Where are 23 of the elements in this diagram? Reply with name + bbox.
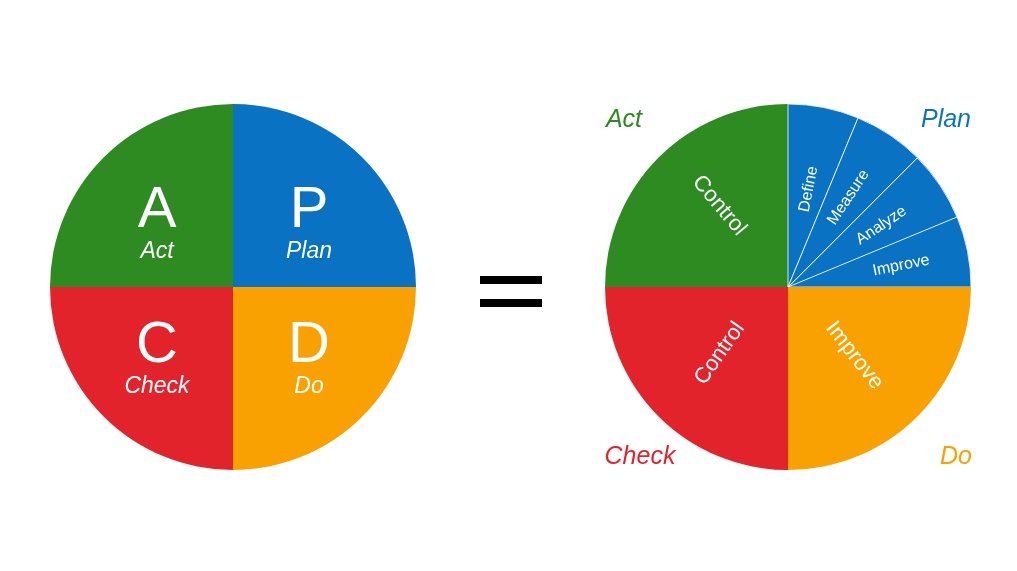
quadrant-wedge xyxy=(605,104,788,287)
quadrant-letter: P xyxy=(289,178,329,236)
quadrant-wedge xyxy=(233,104,416,287)
step-label: Improve xyxy=(870,251,931,279)
quadrant-wedge xyxy=(233,287,416,470)
quadrant-label: Do xyxy=(294,373,324,397)
quadrant-wedge xyxy=(605,287,788,470)
quadrant-heading: Act xyxy=(605,105,643,131)
quadrant-letter: C xyxy=(136,313,178,371)
quadrant-heading: Plan xyxy=(921,105,971,131)
quadrant-wedge xyxy=(788,287,971,470)
quadrant-heading: Check xyxy=(604,442,676,468)
quadrant-letter: A xyxy=(137,178,177,236)
quadrant-wedge xyxy=(788,104,971,287)
quadrant-label: Act xyxy=(140,238,174,262)
quadrant-label: Plan xyxy=(286,238,332,262)
quadrant-label: Check xyxy=(124,373,190,397)
step-label: Define xyxy=(795,164,820,214)
quadrant-wedge xyxy=(50,287,233,470)
quadrant-letter: D xyxy=(288,313,330,371)
quadrant-wedge xyxy=(50,104,233,287)
slice-wedge xyxy=(788,157,958,287)
quadrant-heading: Do xyxy=(940,442,972,468)
